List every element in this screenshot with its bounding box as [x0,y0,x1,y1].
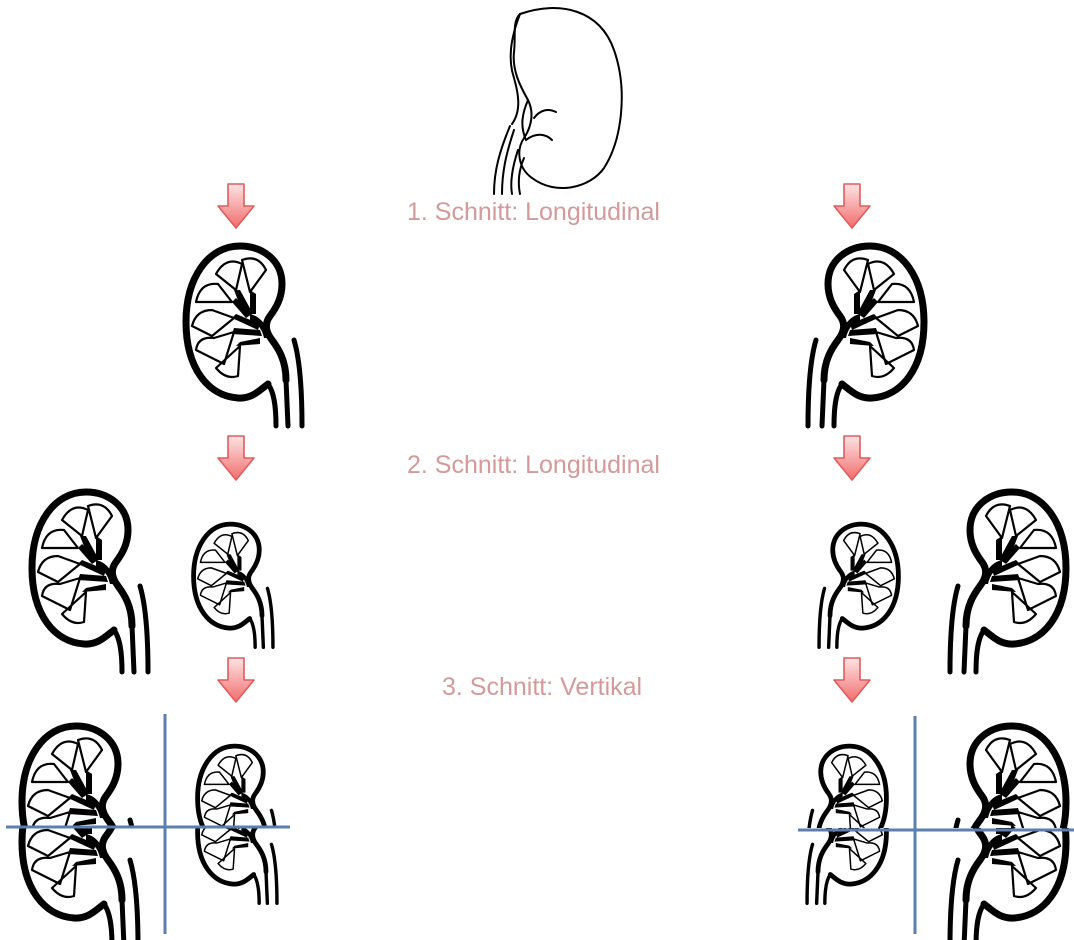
kidney-section-right-large [950,492,1066,672]
step-2-label: 2. Schnitt: Longitudinal [407,451,660,480]
down-arrow-icon [218,436,254,480]
down-arrow-icon [834,184,870,228]
down-arrow-icon [218,184,254,228]
kidney-pieces-left-group [22,726,277,940]
step-3-label: 3. Schnitt: Vertikal [442,673,642,702]
down-arrow-icon [218,658,254,702]
down-arrow-icon [834,658,870,702]
whole-kidney-icon [494,8,622,194]
kidney-section-right [808,246,924,426]
step-1-label: 1. Schnitt: Longitudinal [407,198,660,227]
kidney-section-left-large [32,492,148,672]
kidney-section-right-small [819,524,898,647]
kidney-section-left-small [194,524,273,647]
kidney-pieces-right-group [807,726,1066,940]
down-arrow-icon [834,436,870,480]
kidney-section-left [186,246,302,426]
